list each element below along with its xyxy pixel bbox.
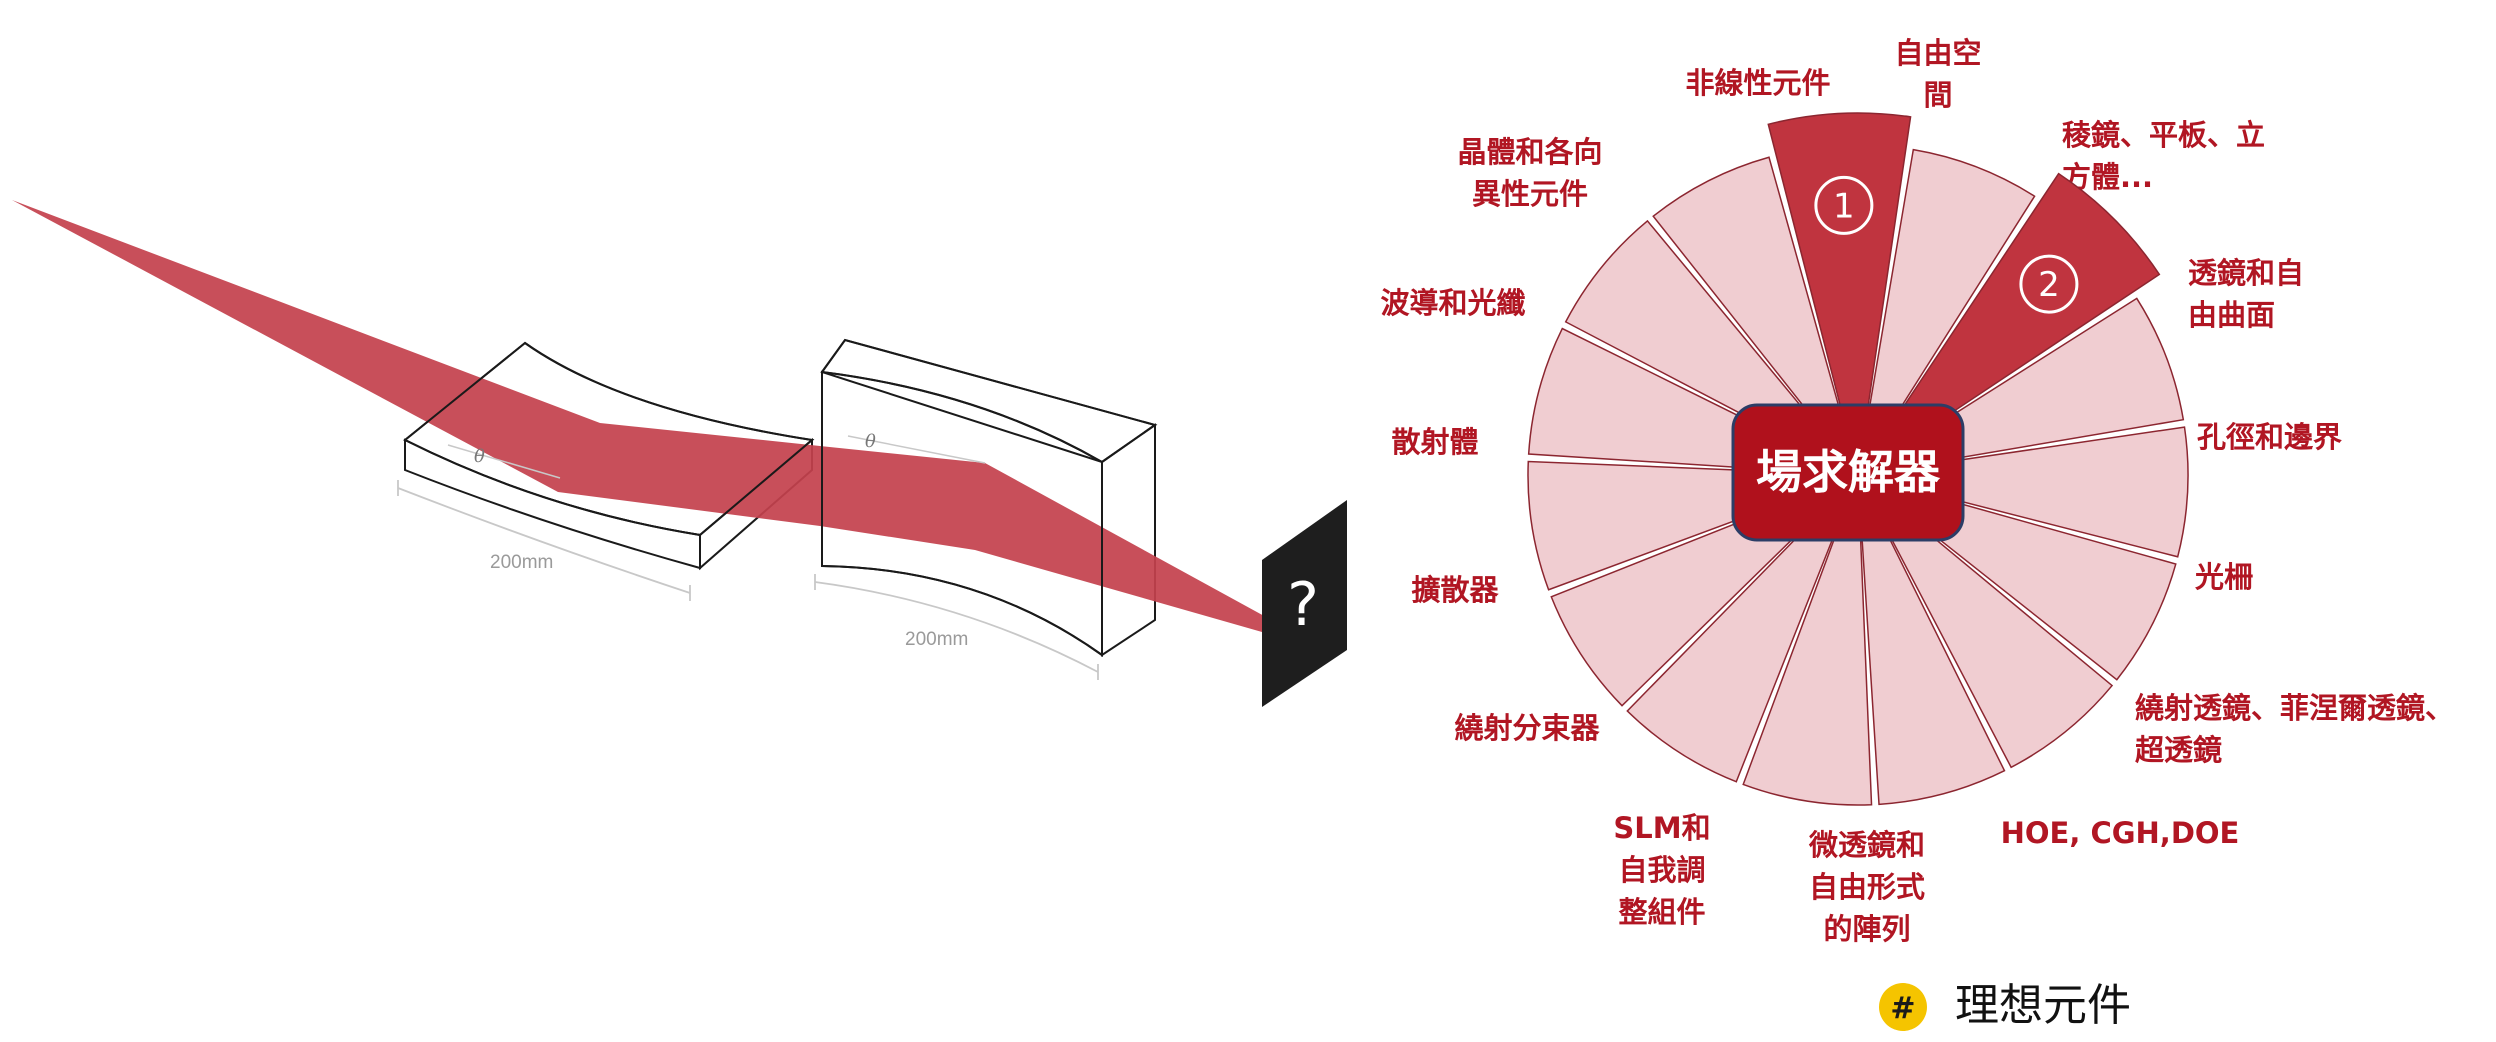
dimension-label: 200mm	[905, 629, 968, 650]
dimension-1: 200mm	[397, 480, 691, 601]
segment-label-line: 自由空	[1894, 36, 1981, 70]
segment-number: 1	[1833, 186, 1855, 226]
segment-label-line: 繞射透鏡、菲涅爾透鏡、	[2135, 691, 2454, 725]
segment-label-line: 超透鏡	[2135, 733, 2222, 767]
legend-label: 理想元件	[1955, 980, 2131, 1031]
detector-screen: ?	[1262, 500, 1347, 707]
hub-label: 場求解器	[1756, 445, 1941, 499]
question-mark-icon: ?	[1287, 570, 1319, 640]
segment-label: 繞射分束器	[1454, 711, 1600, 745]
segment-label-line: HOE, CGH,DOE	[2001, 816, 2240, 850]
segment-number-badge	[1814, 175, 1874, 235]
angle-symbol: θ	[865, 431, 876, 452]
segment-label: HOE, CGH,DOE	[2001, 816, 2240, 850]
segment-label: 擴散器	[1411, 573, 1499, 607]
wheel-segment	[1864, 483, 2114, 769]
segment-label-line: 間	[1923, 78, 1952, 112]
segment-label-line: 非線性元件	[1685, 66, 1830, 100]
segment-label-line: 透鏡和自	[2188, 256, 2304, 290]
segment-label: SLM和自我調整組件	[1613, 811, 1710, 929]
wheel-segment	[1859, 148, 2036, 464]
hash-symbol: #	[1890, 991, 1915, 1026]
segment-number-badge	[2019, 254, 2079, 314]
segment-label-line: 的陣列	[1823, 912, 1910, 946]
segment-label-line: SLM和	[1613, 811, 1710, 845]
segment-label: 微透鏡和自由形式的陣列	[1808, 828, 1925, 946]
segment-label: 非線性元件	[1685, 66, 1830, 100]
segment-label: 波導和光纖	[1380, 286, 1525, 320]
segment-label-line: 擴散器	[1411, 573, 1499, 607]
wheel-segment	[1865, 172, 2161, 468]
segment-label-line: 由曲面	[2188, 298, 2275, 332]
segment-label-line: 自我調	[1618, 853, 1705, 887]
segment-label-line: 孔徑和邊界	[2197, 420, 2342, 454]
wheel-segment	[1858, 487, 2006, 806]
segment-label-line: 稜鏡、平板、立	[2062, 118, 2265, 152]
segment-label-line: 散射體	[1391, 425, 1478, 459]
segment-label: 稜鏡、平板、立方體...	[2062, 118, 2265, 194]
light-beam	[12, 200, 1275, 632]
block-edges	[403, 338, 1158, 657]
segment-label-line: 波導和光纖	[1380, 286, 1525, 320]
segment-label: 透鏡和自由曲面	[2188, 256, 2304, 332]
dimension-label: 200mm	[490, 552, 553, 573]
segment-label-line: 光柵	[2195, 560, 2253, 594]
wheel-segment	[1742, 488, 1873, 806]
segment-label-line: 晶體和各向	[1457, 135, 1602, 169]
segment-label-line: 整組件	[1618, 895, 1705, 929]
segment-label: 光柵	[2195, 560, 2253, 594]
optical-system: θ θ 200mm 200mm ?	[12, 200, 1347, 707]
angle-symbol: θ	[474, 446, 485, 467]
segment-label-line: 自由形式	[1809, 870, 1925, 904]
solver-hub: 場求解器	[1731, 403, 1965, 542]
segment-label: 繞射透鏡、菲涅爾透鏡、超透鏡	[2135, 691, 2454, 767]
wheel-segment	[1626, 484, 1854, 783]
segment-label-line: 微透鏡和	[1808, 828, 1925, 862]
legend: # 理想元件	[1879, 980, 2131, 1031]
angle-marker-1: θ	[447, 444, 561, 479]
segment-label: 晶體和各向異性元件	[1457, 135, 1602, 211]
hash-badge-icon	[1879, 983, 1927, 1031]
dimension-2: 200mm	[814, 574, 1099, 680]
segment-label: 自由空間	[1894, 36, 1981, 112]
wheel-segment	[1871, 426, 2189, 558]
wheel-segment	[1767, 112, 1912, 462]
segment-label-line: 繞射分束器	[1454, 711, 1600, 745]
segment-label: 孔徑和邊界	[2197, 420, 2342, 454]
wheel-segment	[1652, 156, 1855, 465]
segment-label: 散射體	[1391, 425, 1478, 459]
segment-number: 2	[2038, 265, 2060, 305]
angle-marker-2: θ	[847, 431, 986, 464]
segment-label-line: 異性元件	[1472, 177, 1588, 211]
